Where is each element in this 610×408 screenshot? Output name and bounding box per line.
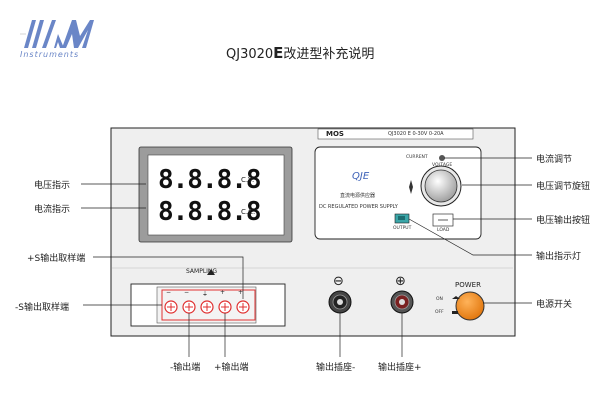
terminal-screw[interactable] (164, 300, 178, 314)
label-power-switch: 电源开关 (536, 300, 573, 310)
current-knob[interactable] (439, 155, 445, 161)
terminal-sign-4: + (220, 289, 226, 296)
label-plus-output: +输出端 (214, 363, 249, 373)
voltage-display: 8.8.8.8 (158, 165, 262, 195)
power-switch[interactable] (455, 291, 485, 321)
output-label: OUTPUT (393, 226, 412, 231)
terminal-screw[interactable] (200, 300, 214, 314)
en-product-name: DC REGULATED POWER SUPPLY (319, 204, 398, 210)
terminal-sign-2: − (184, 289, 190, 296)
document-title: QJ3020E改进型补充说明 (226, 43, 374, 62)
negative-output-socket[interactable] (328, 290, 352, 314)
off-indicator-icon (452, 311, 458, 314)
title-letter: E (273, 44, 284, 62)
on-label: ON (436, 297, 443, 302)
model-spec: QJ3020 E 0-30V 0-20A (388, 131, 444, 137)
output-lamp-core (398, 216, 405, 220)
label-plus-s-sampling: +S输出取样端 (27, 254, 86, 264)
current-display: 8.8.8.8 (158, 197, 262, 227)
logo-mark-icon (24, 20, 94, 48)
terminal-sign-3: ⏚ (202, 291, 209, 298)
label-pos-socket: 输出插座+ (378, 363, 422, 373)
voltage-label: VOLTAGE (432, 163, 453, 168)
on-indicator-icon (452, 296, 460, 299)
sampling-terminals (164, 300, 250, 314)
label-current-adjust: 电流调节 (536, 155, 573, 165)
model-strip (317, 128, 474, 140)
label-voltage-output-button: 电压输出按钮 (536, 216, 591, 226)
voltage-knob[interactable] (424, 169, 458, 203)
terminal-screw[interactable] (182, 300, 196, 314)
label-voltage-display: 电压指示 (34, 181, 71, 191)
off-label: OFF (435, 310, 444, 315)
power-label: POWER (455, 281, 481, 289)
bottom-leader-lines (188, 313, 403, 357)
positive-symbol-icon: ⊕ (395, 274, 406, 289)
negative-symbol-icon: ⊖ (333, 274, 344, 289)
knob-indicator-icon (409, 180, 413, 194)
cc-label: C.C. (241, 208, 256, 216)
terminal-screw[interactable] (218, 300, 232, 314)
label-voltage-knob: 电压调节旋钮 (536, 182, 591, 192)
terminal-screw[interactable] (236, 300, 250, 314)
title-prefix: QJ3020 (226, 47, 274, 62)
positive-output-socket[interactable] (390, 290, 414, 314)
display-window (147, 154, 285, 236)
terminal-sign-5: + (238, 289, 244, 296)
label-output-lamp: 输出指示灯 (536, 252, 582, 262)
label-neg-socket: 输出插座- (316, 363, 356, 373)
qje-brand: QJE (352, 171, 370, 182)
sampling-label: SAMPLING (186, 268, 218, 275)
cn-product-name: 直流电源供应器 (340, 193, 376, 199)
current-label: CURRENT (406, 155, 428, 160)
load-label: LOAD (437, 228, 450, 233)
cv-label: C.V. (241, 176, 255, 184)
logo-subtitle: Instruments (20, 50, 80, 59)
right-leader-lines (408, 157, 532, 304)
label-current-display: 电流指示 (34, 205, 71, 215)
sampling-arrow-icon (207, 269, 215, 275)
terminal-sign-1: − (166, 289, 172, 296)
title-suffix: 改进型补充说明 (283, 47, 375, 62)
brand-logo (20, 20, 94, 48)
label-minus-s-sampling: -S输出取样端 (15, 303, 69, 313)
brand-mos: MOS (326, 130, 344, 138)
left-leader-lines (81, 183, 244, 306)
label-minus-output: -输出端 (170, 363, 201, 373)
